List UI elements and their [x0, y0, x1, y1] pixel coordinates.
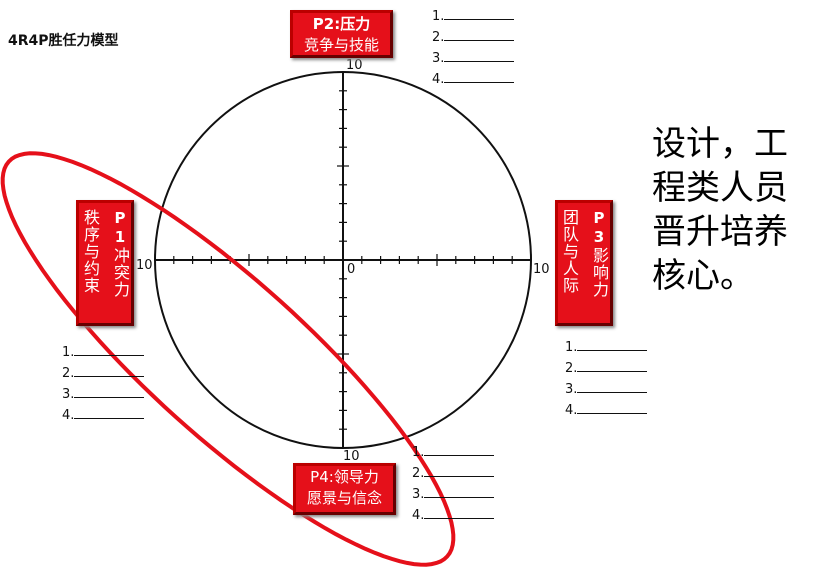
p2-box: P2:压力 竞争与技能	[290, 10, 393, 58]
list-item: 2.	[432, 27, 515, 48]
axis-label-right: 10	[533, 262, 550, 277]
p4-box: P4:领导力 愿景与信念	[293, 463, 396, 515]
p1-box: 秩序与约束 P1冲突力	[76, 200, 134, 326]
p3-box: 团队与人际 P3影响力	[555, 200, 613, 326]
highlight-ellipse	[0, 151, 456, 567]
axis-origin: 0	[347, 262, 356, 277]
p3-code: P3	[590, 209, 608, 247]
list-item: 3.	[62, 384, 145, 405]
p1-label: P1冲突力	[108, 209, 132, 323]
note-text: 设计，工程类人员晋升培养核心。	[652, 124, 788, 296]
p3-name: 影响力	[590, 247, 609, 298]
list-item: 2.	[565, 358, 648, 379]
p1-desc: 秩序与约束	[81, 209, 100, 294]
p4-blank-list: 1. 2. 3. 4.	[412, 442, 495, 526]
p2-blank-list: 1. 2. 3. 4.	[432, 6, 515, 90]
axis-label-bottom: 10	[343, 449, 360, 464]
list-item: 1.	[565, 337, 648, 358]
list-item: 4.	[412, 505, 495, 526]
list-item: 1.	[412, 442, 495, 463]
p4-title: P4:领导力	[310, 468, 379, 486]
axis-label-left: 10	[136, 258, 153, 273]
p3-desc: 团队与人际	[560, 209, 579, 294]
p3-label: P3影响力	[587, 209, 611, 323]
list-item: 2.	[412, 463, 495, 484]
list-item: 4.	[432, 69, 515, 90]
list-item: 4.	[62, 405, 145, 426]
list-item: 4.	[565, 400, 648, 421]
page-title: 4R4P胜任力模型	[8, 33, 119, 49]
p2-desc: 竞争与技能	[303, 36, 379, 54]
axis-label-top: 10	[346, 58, 363, 73]
list-item: 3.	[412, 484, 495, 505]
p1-blank-list: 1. 2. 3. 4.	[62, 342, 145, 426]
p2-title: P2:压力	[312, 15, 371, 33]
list-item: 3.	[432, 48, 515, 69]
list-item: 1.	[62, 342, 145, 363]
p3-blank-list: 1. 2. 3. 4.	[565, 337, 648, 421]
list-item: 1.	[432, 6, 515, 27]
p1-name: 冲突力	[111, 247, 130, 298]
list-item: 2.	[62, 363, 145, 384]
p1-code: P1	[111, 209, 129, 247]
axis-ticks	[154, 71, 532, 449]
list-item: 3.	[565, 379, 648, 400]
p4-desc: 愿景与信念	[306, 489, 382, 507]
